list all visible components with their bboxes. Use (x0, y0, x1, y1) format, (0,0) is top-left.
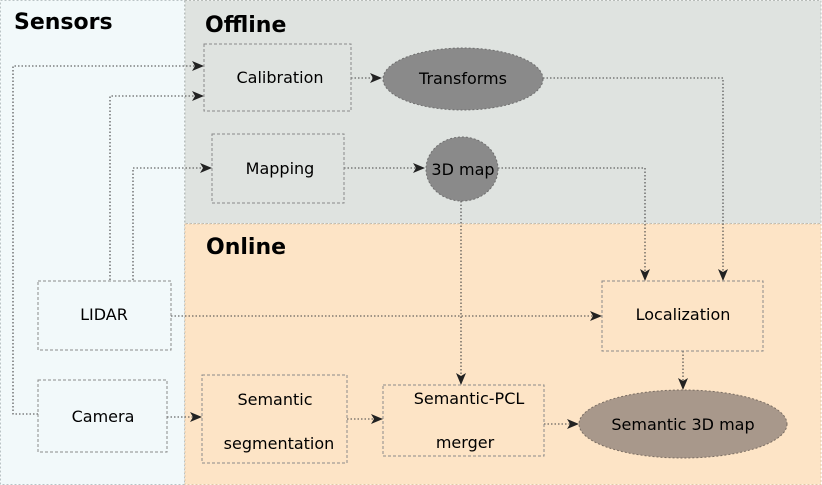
edge-lidar-to-mapping (132, 163, 212, 280)
semantic-pcl-merger-node: Semantic-PCL merger (382, 384, 545, 457)
localization-box (601, 280, 764, 352)
3d-map-ellipse (425, 136, 499, 202)
transforms-node: Transforms (382, 47, 544, 111)
semantic-3d-map-label: Semantic 3D map (611, 415, 754, 434)
3d-map-label: 3D map (431, 160, 494, 179)
calibration-box (203, 43, 352, 112)
camera-node: Camera (37, 379, 168, 453)
mapping-label: Mapping (246, 159, 315, 178)
edge-3dmap-to-localization (498, 167, 650, 281)
lidar-box (37, 280, 172, 351)
edge-lidar-to-calibration (109, 91, 204, 280)
mapping-box (211, 133, 345, 204)
offline-title: Offline (205, 13, 286, 38)
semantic-segmentation-label-line2: segmentation (224, 434, 335, 453)
transforms-label: Transforms (418, 69, 507, 88)
sensors-title: Sensors (14, 10, 113, 35)
semantic-pcl-merger-box (382, 384, 545, 457)
semantic-pcl-merger-label-line1: Semantic-PCL (414, 389, 525, 408)
semantic-segmentation-node: Semantic segmentation (201, 374, 348, 464)
calibration-node: Calibration (203, 43, 352, 112)
localization-label: Localization (636, 305, 731, 324)
camera-box (37, 379, 168, 453)
edge-transforms-to-localization (543, 77, 728, 281)
semantic-segmentation-label-line1: Semantic (237, 390, 312, 409)
semantic-3d-map-node: Semantic 3D map (578, 389, 788, 459)
lidar-node: LIDAR (37, 280, 172, 351)
lidar-label: LIDAR (80, 305, 128, 324)
mapping-node: Mapping (211, 133, 345, 204)
edges (12, 61, 728, 429)
semantic-segmentation-box (201, 374, 348, 464)
offline-region: Offline (184, 0, 822, 224)
semantic-3d-map-ellipse (578, 389, 788, 459)
camera-label: Camera (72, 407, 135, 426)
online-title: Online (206, 235, 286, 260)
localization-node: Localization (601, 280, 764, 352)
transforms-ellipse (382, 47, 544, 111)
semantic-pcl-merger-label-line2: merger (436, 433, 495, 452)
3d-map-node: 3D map (425, 136, 499, 202)
calibration-label: Calibration (236, 68, 323, 87)
